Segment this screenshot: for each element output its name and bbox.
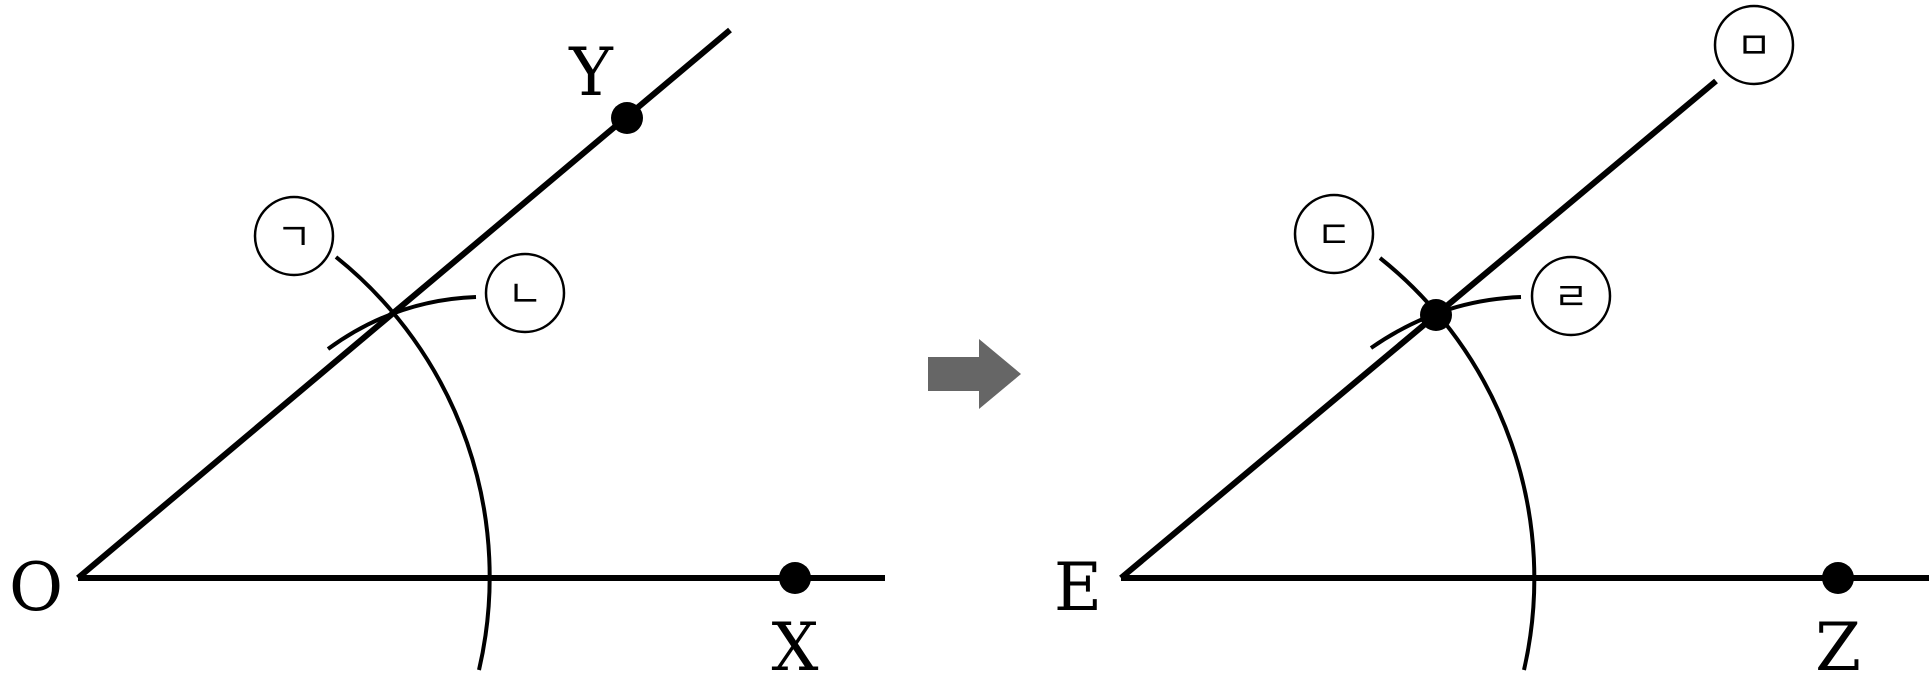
point-z [1822,562,1854,594]
step-label-nieun: ㄴ [484,252,566,334]
point-x [779,562,811,594]
step-label-mieum: ㅁ [1713,4,1795,86]
arc-center-e [1378,256,1537,671]
point-y [611,102,643,134]
label-o: O [9,549,63,626]
svg-text:ㄷ: ㄷ [1317,213,1352,257]
point-intersection [1420,299,1452,331]
step-label-rieul: ㄹ [1530,255,1612,337]
svg-text:ㅁ: ㅁ [1737,24,1772,68]
svg-text:ㄴ: ㄴ [508,272,543,316]
step-label-giyeok: ㄱ [253,195,335,277]
label-y: Y [568,34,614,111]
svg-text:ㄱ: ㄱ [277,215,312,259]
ray-construct [1119,78,1718,581]
label-x: X [772,609,819,686]
left-figure: O X Y ㄱ ㄴ [9,27,885,686]
right-figure: E Z ㄷ ㄹ ㅁ [1054,4,1929,686]
right-arrow-icon [928,339,1021,409]
arc-intersection-mark [326,295,477,351]
step-label-digeut: ㄷ [1293,193,1375,275]
arc-center-o [334,255,492,671]
label-e: E [1054,549,1102,626]
svg-text:ㄹ: ㄹ [1554,275,1589,319]
label-z: Z [1815,609,1861,686]
